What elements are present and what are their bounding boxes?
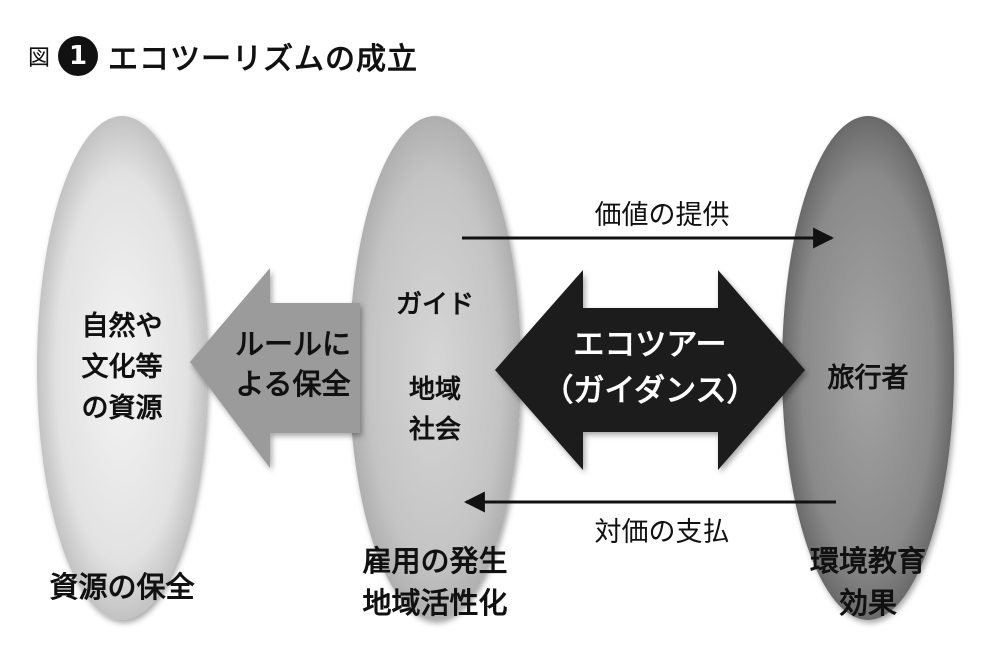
right-oval-label: 旅行者	[827, 363, 909, 394]
left-oval	[37, 116, 207, 620]
black-arrow-line: （ガイダンス）	[542, 373, 758, 409]
middle-caption-line: 雇用の発生	[362, 544, 508, 578]
right-caption-line: 効果	[838, 586, 897, 620]
figure-header: 図 1 エコツーリズムの成立	[28, 34, 418, 78]
gray-arrow-line: よる保全	[235, 367, 351, 401]
right-caption: 環境教育 効果	[760, 540, 976, 624]
middle-oval-text: 地域 社会	[370, 370, 500, 450]
figure-label: 図	[28, 46, 51, 71]
figure-title: エコツーリズムの成立	[108, 42, 419, 77]
gray-arrow-text: ルールに よる保全	[208, 324, 378, 404]
black-arrow-line: エコツアー	[573, 327, 727, 363]
middle-oval-line: 地域	[408, 375, 461, 405]
left-caption: 資源の保全	[49, 570, 195, 604]
middle-caption: 雇用の発生 地域活性化	[320, 540, 550, 624]
left-oval-text: 自然や 文化等 の資源	[42, 306, 202, 429]
black-double-arrow	[495, 270, 805, 470]
middle-caption-line: 地域活性化	[362, 586, 508, 620]
left-oval-line: 文化等	[81, 352, 163, 383]
gray-double-arrow	[190, 268, 360, 468]
left-oval-line: 自然や	[81, 311, 163, 342]
gray-arrow-line: ルールに	[234, 327, 351, 361]
value-provision-label: 価値の提供	[594, 200, 730, 231]
black-arrow-text: エコツアー （ガイダンス）	[530, 322, 770, 414]
right-caption-line: 環境教育	[809, 544, 926, 578]
middle-top-label: ガイド	[395, 290, 474, 320]
left-oval-line: の資源	[81, 393, 163, 424]
middle-oval-line: 社会	[408, 415, 461, 445]
figure-number-badge: 1	[58, 36, 99, 76]
payment-label: 対価の支払	[594, 517, 730, 548]
